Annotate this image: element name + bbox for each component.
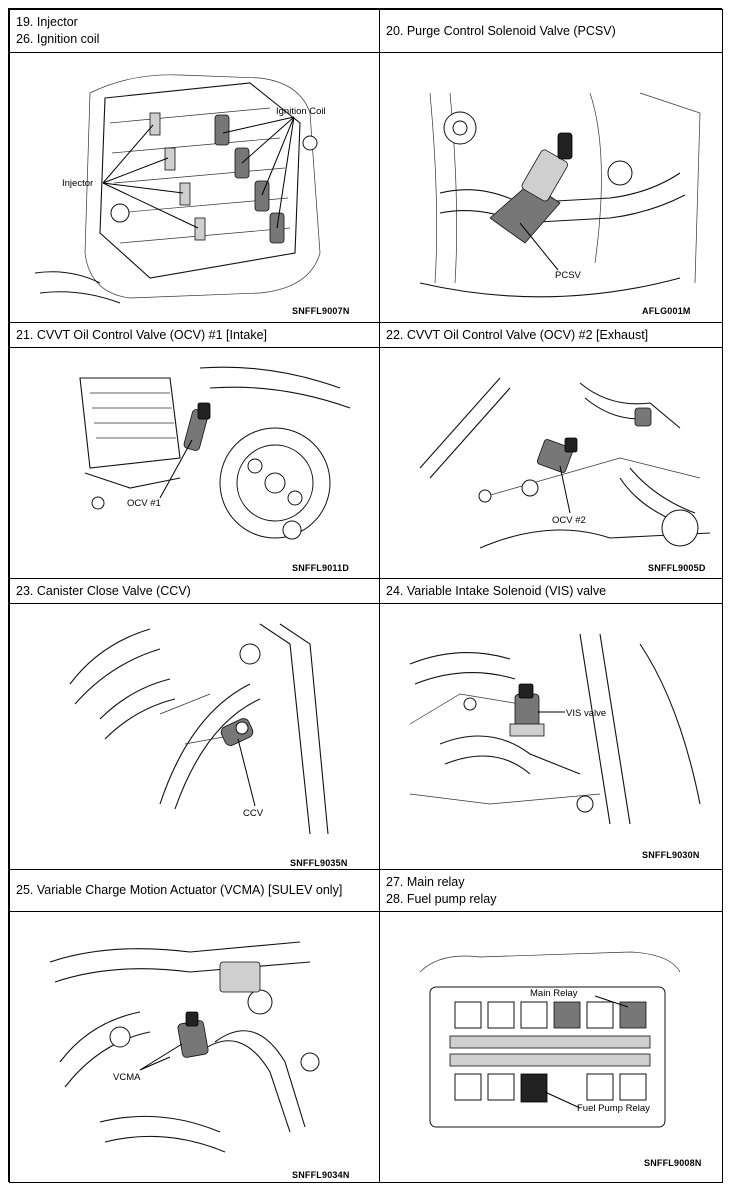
engine-drawing: OCV #1 (79, 366, 351, 540)
ocv2-valve (536, 437, 578, 473)
cell-heading-relays: 27. Main relay 28. Fuel pump relay (379, 869, 723, 912)
heading-line: 21. CVVT Oil Control Valve (OCV) #1 [Int… (16, 327, 268, 342)
cell-heading-pcsv: 20. Purge Control Solenoid Valve (PCSV) (379, 9, 723, 53)
figure-vis: VIS valve SNFFL9030N (379, 603, 723, 870)
heading-line: 24. Variable Intake Solenoid (VIS) valve (386, 583, 607, 598)
figure-ccv: CCV SNFFL9035N (9, 603, 380, 870)
vcma-actuator (177, 1011, 209, 1058)
cell-heading-injector-ignition-coil: 19. Injector 26. Ignition coil (9, 9, 380, 53)
pcsv-label: PCSV (555, 270, 582, 281)
heading-line: 23. Canister Close Valve (CCV) (16, 583, 191, 598)
figure-code: SNFFL9007N (292, 306, 350, 316)
engine-drawing: Ignition Coil Injector (34, 74, 326, 304)
cell-heading-ocv2: 22. CVVT Oil Control Valve (OCV) #2 [Exh… (379, 322, 723, 348)
figure-code: SNFFL9008N (644, 1158, 702, 1168)
fuse-box-drawing: Main Relay Fuel Pump Relay (419, 951, 681, 1128)
cell-heading-ccv: 23. Canister Close Valve (CCV) (9, 578, 380, 604)
cell-heading-ocv1: 21. CVVT Oil Control Valve (OCV) #1 [Int… (9, 322, 380, 348)
figure-code: SNFFL9034N (292, 1170, 350, 1180)
figure-code: SNFFL9030N (642, 850, 700, 860)
engine-drawing: VIS valve (409, 633, 701, 825)
heading-line: 27. Main relay (386, 875, 465, 889)
figure-code: SNFFL9011D (292, 563, 350, 573)
figure-code: SNFFL9005D (648, 563, 706, 573)
relay-slots (449, 1001, 651, 1103)
cell-heading-vcma: 25. Variable Charge Motion Actuator (VCM… (9, 869, 380, 912)
ocv2-label: OCV #2 (552, 515, 586, 526)
main-relay-label: Main Relay (530, 988, 578, 999)
injector-label: Injector (62, 178, 93, 189)
figure-ocv1: OCV #1 SNFFL9011D (9, 347, 380, 579)
figure-pcsv: PCSV AFLG001M (379, 52, 723, 323)
ocv1-valve (183, 402, 211, 451)
figure-code: AFLG001M (642, 306, 691, 316)
ignition-coil-label: Ignition Coil (276, 106, 326, 117)
vcma-label: VCMA (113, 1072, 141, 1083)
pcsv-valve (489, 132, 573, 244)
heading-line: 28. Fuel pump relay (386, 892, 497, 906)
engine-drawing: PCSV (419, 92, 701, 298)
figure-injector-ignition-coil: Ignition Coil Injector SNFFL9007N (9, 52, 380, 323)
cell-heading-vis: 24. Variable Intake Solenoid (VIS) valve (379, 578, 723, 604)
heading-line: 25. Variable Charge Motion Actuator (VCM… (16, 883, 343, 897)
engine-drawing: CCV (69, 623, 329, 835)
engine-drawing: VCMA (49, 941, 320, 1153)
figure-ocv2: OCV #2 SNFFL9005D (379, 347, 723, 579)
ccv-label: CCV (243, 808, 264, 819)
ignition-coil-group (214, 114, 285, 244)
ocv1-label: OCV #1 (127, 498, 161, 509)
figure-code: SNFFL9035N (290, 858, 348, 868)
heading-line: 22. CVVT Oil Control Valve (OCV) #2 [Exh… (386, 327, 649, 342)
figure-relays: Main Relay Fuel Pump Relay SNFFL9008N (379, 911, 723, 1183)
heading-line: 26. Ignition coil (16, 32, 100, 46)
engine-drawing: OCV #2 (419, 377, 711, 549)
heading-line: 20. Purge Control Solenoid Valve (PCSV) (386, 23, 616, 38)
component-location-table: 19. Injector 26. Ignition coil 20. Purge… (8, 8, 723, 1183)
injector-group (149, 112, 206, 241)
ccv-valve (220, 718, 254, 746)
heading-line: 19. Injector (16, 15, 78, 29)
vis-label: VIS valve (566, 708, 606, 719)
figure-vcma: VCMA SNFFL9034N (9, 911, 380, 1183)
fuel-pump-relay-label: Fuel Pump Relay (577, 1103, 650, 1114)
vis-valve (509, 683, 545, 737)
